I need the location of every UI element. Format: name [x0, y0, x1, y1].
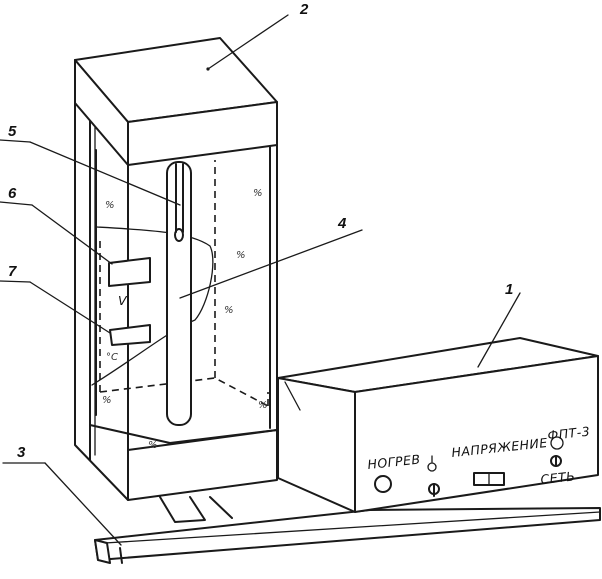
callout-6: 6	[8, 185, 17, 202]
hatch-mark: %	[105, 200, 115, 211]
pilot-lamp-icon	[374, 475, 392, 493]
callout-4: 4	[337, 215, 347, 232]
network-lamp-icon	[550, 436, 564, 450]
thermometer-display: °C	[106, 324, 151, 363]
temperature-unit: °C	[106, 352, 118, 363]
hatch-mark: %	[258, 400, 268, 411]
hatch-mark: %	[253, 188, 263, 199]
top-block	[74, 37, 278, 166]
test-tube	[166, 161, 192, 426]
callout-3: 3	[17, 444, 26, 461]
callout-5: 5	[8, 123, 17, 140]
control-unit: НОГРЕВ НАПРЯЖЕНИЕ ФПТ-3 СЕТЬ	[277, 337, 599, 513]
network-label: СЕТЬ	[540, 468, 576, 487]
hatch-mark: %	[102, 395, 112, 406]
callout-2: 2	[299, 1, 309, 18]
base-rail	[94, 496, 601, 564]
voltage-unit: V	[118, 293, 128, 308]
voltmeter-display: V	[108, 257, 151, 308]
hatch-mark: %	[236, 250, 246, 261]
callout-7: 7	[8, 263, 17, 280]
indicator-lamp-icon	[427, 462, 437, 472]
model-label: ФПТ-3	[547, 424, 591, 443]
heater-label: НОГРЕВ	[367, 452, 421, 472]
housing-cabinet: % % % % % % %	[74, 59, 278, 501]
callout-1: 1	[505, 281, 513, 298]
hatch-mark: %	[148, 440, 158, 451]
leader-lines	[0, 14, 521, 546]
hatch-mark: %	[224, 305, 234, 316]
